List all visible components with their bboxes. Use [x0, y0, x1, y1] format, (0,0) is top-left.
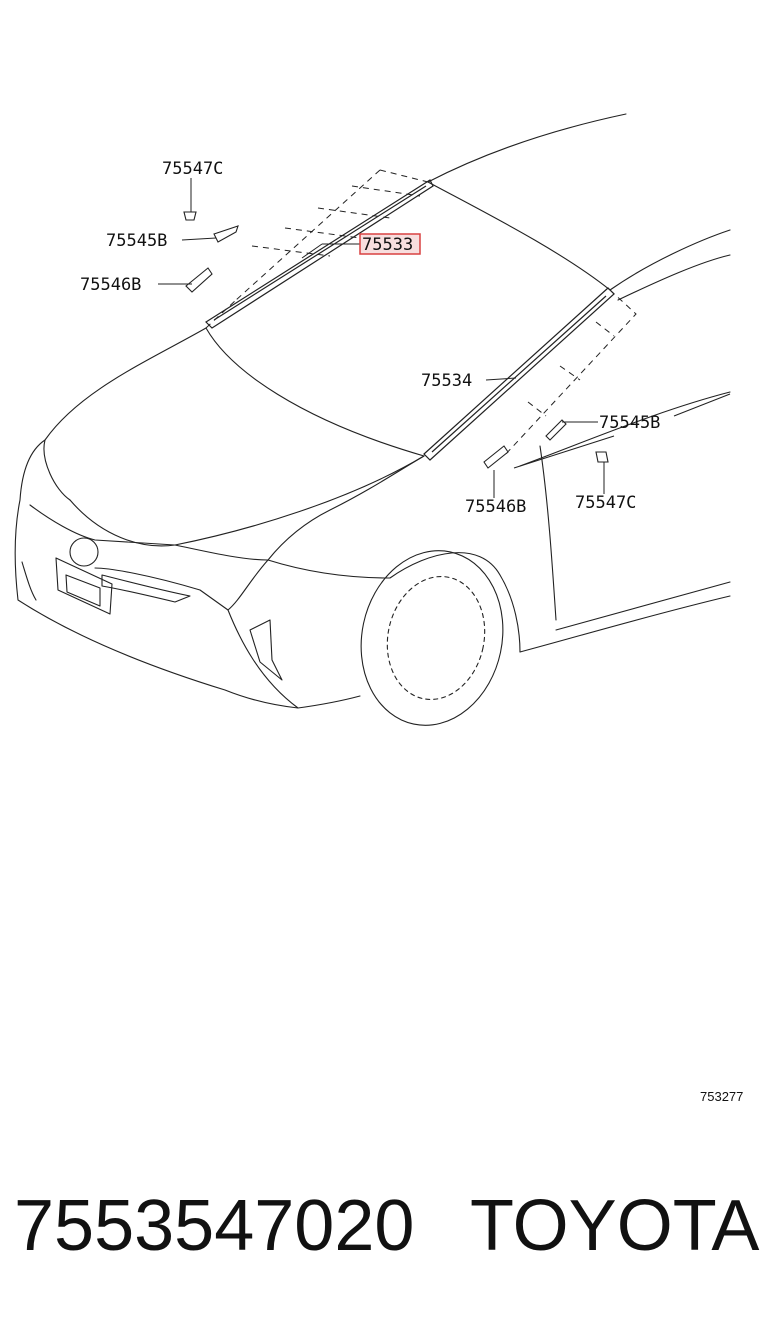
- body-side-crease: [519, 391, 731, 467]
- hood-crease: [69, 455, 425, 547]
- clip-right-icon: [595, 451, 609, 463]
- clip-upper-left-icon: [183, 211, 197, 221]
- leader-highlighted-part-2: [301, 243, 323, 259]
- bracket-right-icon: [545, 419, 567, 441]
- bracket-upper-left-icon: [213, 225, 239, 243]
- leader-bracket-right-ext: [673, 393, 731, 417]
- label-bracket-right: 75545B: [599, 413, 660, 433]
- roof-line: [427, 113, 627, 183]
- glass-boundary-left-2: [351, 185, 421, 197]
- bumper-lower: [21, 561, 37, 601]
- glass-boundary-right-4: [527, 401, 547, 417]
- label-retainer-right: 75546B: [465, 497, 526, 517]
- leader-ref-line: [513, 435, 615, 469]
- windshield-lower-dash: [205, 299, 237, 329]
- headlight-left: [29, 504, 269, 611]
- headlight-inner: [101, 574, 191, 603]
- brand-caption: TOYOTA: [470, 1186, 760, 1266]
- glass-boundary-left-5: [251, 245, 331, 257]
- front-rim: [386, 575, 486, 701]
- hood-outline: [43, 327, 207, 501]
- emblem: [69, 537, 99, 567]
- license-plate: [55, 557, 113, 615]
- glass-boundary-left: [235, 169, 381, 301]
- leader-moulding-right: [485, 377, 517, 381]
- moulding-left-75533: [205, 179, 434, 329]
- hood-side-line: [267, 455, 425, 561]
- glass-boundary-left-4: [284, 227, 361, 239]
- label-clip-right: 75547C: [575, 493, 636, 513]
- beltline: [609, 229, 731, 291]
- label-clip-upper-left: 75547C: [162, 159, 223, 179]
- part-number-caption: 7553547020: [14, 1186, 415, 1266]
- hood-front-line: [19, 439, 46, 501]
- moulding-right-inner: [431, 295, 607, 453]
- a-pillar-lower: [539, 445, 557, 621]
- retainer-upper-left-icon: [185, 267, 213, 293]
- roof-side-line: [617, 254, 731, 301]
- windshield-outline: [427, 181, 611, 291]
- moulding-left-inner: [213, 185, 427, 321]
- license-plate-inner: [65, 574, 101, 607]
- fender-top: [267, 552, 521, 653]
- windshield-lower-edge: [205, 327, 425, 457]
- rocker-line: [519, 595, 731, 653]
- glass-boundary-right-2: [595, 321, 615, 337]
- glass-boundary-upper: [379, 169, 429, 183]
- label-retainer-upper-left: 75546B: [80, 275, 141, 295]
- front-bumper: [14, 499, 299, 709]
- glass-boundary-right: [503, 289, 637, 457]
- label-bracket-upper-left: 75545B: [106, 231, 167, 251]
- fog-lamp: [249, 619, 283, 681]
- sill-line: [555, 581, 731, 631]
- glass-boundary-right-3: [559, 365, 581, 381]
- bumper-side: [227, 609, 361, 709]
- moulding-right-75534: [423, 287, 615, 461]
- retainer-right-icon: [483, 445, 509, 469]
- label-highlighted-part: 75533: [362, 235, 413, 255]
- highlight-box: [359, 233, 421, 255]
- label-moulding-right: 75534: [421, 371, 472, 391]
- figure-code: 753277: [700, 1089, 743, 1104]
- leader-bracket-upper-left: [181, 237, 217, 241]
- front-tire: [360, 550, 504, 726]
